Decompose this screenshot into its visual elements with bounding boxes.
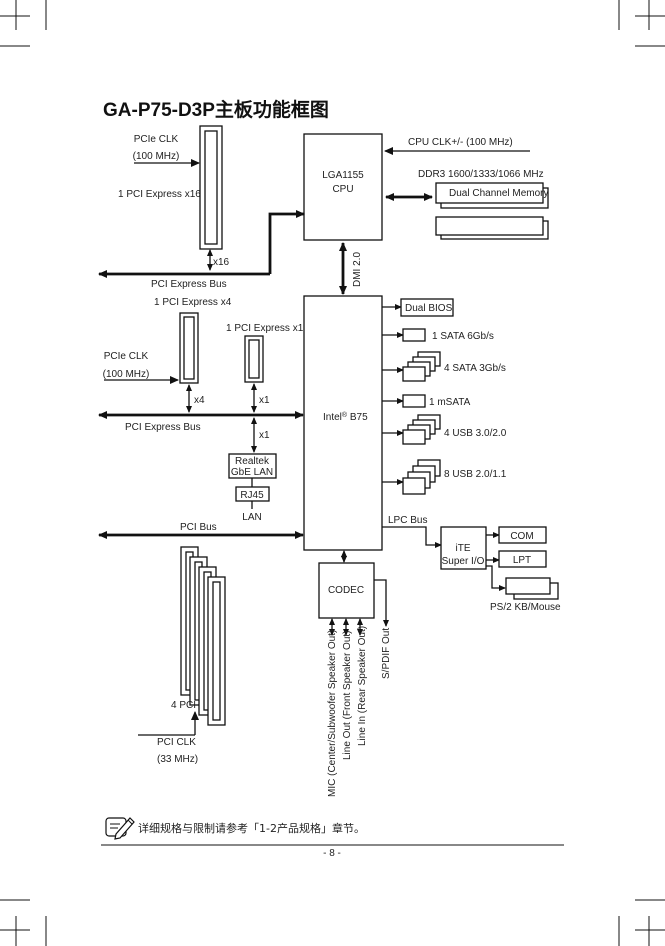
- ddr3-label: DDR3 1600/1333/1066 MHz: [418, 169, 544, 180]
- codec-box: [318, 562, 375, 619]
- cpu-clk-label: CPU CLK+/- (100 MHz): [408, 137, 513, 148]
- usb2-label: 8 USB 2.0/1.1: [444, 469, 507, 480]
- ps2-port: [505, 577, 551, 595]
- sata6-port: [402, 328, 426, 342]
- lpc-bus-label: LPC Bus: [388, 515, 427, 526]
- pcie-x4-slot-inner: [183, 316, 195, 380]
- pcie-clk-mid-freq: (100 MHz): [103, 369, 150, 380]
- pcie-x16-slot-label: 1 PCI Express x16: [118, 189, 201, 200]
- usb2-port-1: [402, 477, 426, 495]
- audio-mic-label: MIC (Center/Subwoofer Speaker Out): [327, 630, 338, 797]
- lan-label: LAN: [242, 512, 261, 523]
- pcie-x4-slot-label: 1 PCI Express x4: [154, 297, 232, 308]
- pencil-note-icon: [105, 817, 135, 840]
- pcie-x1-slot-inner: [248, 339, 260, 379]
- gbe-lan-label: GbE LAN: [231, 467, 273, 478]
- msata-label: 1 mSATA: [429, 397, 471, 408]
- diagram-title: GA-P75-D3P主板功能框图: [103, 98, 329, 121]
- spdif-link: [374, 579, 389, 627]
- com-label: COM: [510, 531, 533, 542]
- sata6-label: 1 SATA 6Gb/s: [432, 331, 494, 342]
- super-io-box: [440, 526, 487, 570]
- pcie-x16-slot-inner: [204, 130, 218, 245]
- pcie-clk-mid-label: PCIe CLK: [104, 351, 149, 362]
- pci-clk-label: PCI CLK: [157, 737, 196, 748]
- chipset-box: [303, 295, 383, 551]
- lpt-box: [498, 550, 547, 568]
- pcie-clk-top-freq: (100 MHz): [133, 151, 180, 162]
- page-number: - 8 -: [323, 848, 341, 859]
- pci-slots-label: 4 PCI: [171, 700, 196, 711]
- pcie-x1-slot-label: 1 PCI Express x1: [226, 323, 304, 334]
- pcie-bus-top-label: PCI Express Bus: [151, 279, 227, 290]
- msata-port: [402, 394, 426, 408]
- sata3-port-1: [402, 366, 426, 382]
- usb2-ports: [402, 459, 441, 495]
- memory-slot-3: [435, 216, 544, 236]
- superio-label: Super I/O: [442, 556, 485, 567]
- lpc-bus-link: [382, 526, 442, 548]
- usb3-ports: [402, 414, 441, 445]
- pci-bus-label: PCI Bus: [180, 522, 217, 533]
- dmi-label: DMI 2.0: [352, 252, 363, 287]
- footer-note: 详细规格与限制请参考「1-2产品规格」章节。: [138, 821, 365, 835]
- pci-clk-freq: (33 MHz): [157, 754, 198, 765]
- audio-lineout-label: Line Out (Front Speaker Out): [342, 630, 353, 760]
- superio-ite-label: iTE: [456, 543, 471, 554]
- pcie-clk-top-label: PCIe CLK: [134, 134, 179, 145]
- x4-label: x4: [194, 395, 205, 406]
- x1-label-a: x1: [259, 395, 270, 406]
- realtek-label: Realtek: [235, 456, 270, 467]
- sata3-ports: [402, 351, 441, 382]
- cpu-label: CPU: [332, 184, 353, 195]
- x1-label-b: x1: [259, 430, 270, 441]
- usb3-port-1: [402, 429, 426, 445]
- chipset-label: Intel® B75: [323, 411, 368, 423]
- codec-label: CODEC: [328, 585, 364, 596]
- cpu-box: [303, 133, 383, 241]
- memory-slot-1: [435, 182, 544, 204]
- sata3-label: 4 SATA 3Gb/s: [444, 363, 506, 374]
- pci-slot-4-inner: [212, 581, 221, 721]
- usb3-label: 4 USB 3.0/2.0: [444, 428, 507, 439]
- rj45-label: RJ45: [240, 490, 264, 501]
- ps2-link: [486, 565, 506, 591]
- cpu-pcie-bus-riser: [268, 210, 305, 274]
- dual-bios-label: Dual BIOS: [405, 303, 453, 314]
- audio-linein-label: Line In (Rear Speaker Out): [357, 626, 368, 746]
- ps2-label: PS/2 KB/Mouse: [490, 602, 561, 613]
- x16-label: x16: [213, 257, 230, 268]
- pci-slots: [180, 546, 226, 726]
- dual-bios-box: [400, 298, 454, 317]
- lpt-label: LPT: [513, 555, 531, 566]
- memory-label: Dual Channel Memory: [449, 188, 549, 199]
- cpu-socket-label: LGA1155: [322, 170, 364, 181]
- pcie-bus-mid-label: PCI Express Bus: [125, 422, 201, 433]
- spdif-label: S/PDIF Out: [381, 628, 392, 679]
- com-box: [498, 526, 547, 544]
